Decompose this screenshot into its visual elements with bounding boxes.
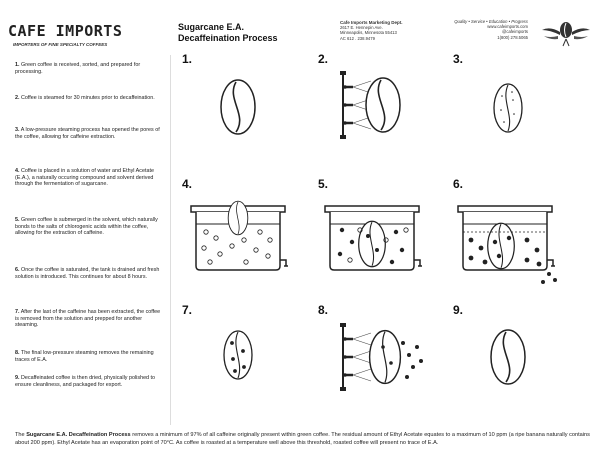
tagline: IMPORTERS OF FINE SPECIALTY COFFEES	[13, 42, 108, 47]
website: www.cafeimports.com	[487, 24, 528, 30]
dept-phone: AC 612 . 238.9479	[340, 35, 375, 41]
step-6: 6. Once the coffee is saturated, the tan…	[15, 267, 160, 280]
panel-1-number: 1.	[182, 52, 193, 66]
panel-8-number: 8.	[318, 303, 329, 317]
cafe-imports-logo: CAFE IMPORTS	[8, 22, 123, 40]
company-values: Quality • Service • Education • Progress	[454, 19, 528, 24]
panel-9-final-bean	[490, 329, 526, 385]
panel-7-number: 7.	[182, 303, 193, 317]
dept-address-1: 2617 E. Hennepin Ave.	[340, 25, 383, 31]
contact-info: Quality • Service • Education • Progress…	[454, 19, 528, 40]
panel-5-submerged-bean	[324, 205, 423, 271]
step-2: 2. Coffee is steamed for 30 minutes prio…	[15, 95, 155, 101]
steps-sidebar: 1. Green coffee is received, sorted, and…	[0, 55, 171, 425]
panel-5-number: 5.	[318, 177, 329, 191]
step-4: 4. Coffee is placed in a solution of wat…	[15, 168, 154, 188]
panel-4-solution-tank	[190, 200, 289, 271]
panel-1-green-bean	[220, 79, 256, 135]
marketing-dept-address: Cafe Imports Marketing Dept. 2617 E. Hen…	[340, 20, 403, 41]
page-title: Sugarcane E.A. Decaffeination Process	[178, 22, 278, 44]
dept-address-2: Minneapolis, Minnesota 55413	[340, 30, 397, 36]
title-line-2: Decaffeination Process	[178, 33, 278, 43]
step-1: 1. Green coffee is received, sorted, and…	[15, 62, 141, 75]
footer-note: The Sugarcane E.A. Decaffeination Proces…	[15, 432, 590, 446]
step-7: 7. After the last of the caffeine has be…	[15, 309, 161, 329]
panel-6-number: 6.	[453, 177, 464, 191]
coffee-crest-icon	[542, 22, 590, 47]
panel-4-number: 4.	[182, 177, 193, 191]
panel-3-number: 3.	[453, 52, 464, 66]
panel-6-draining-tank	[457, 205, 557, 284]
panel-2-steaming	[338, 69, 401, 141]
panel-8-final-steaming	[338, 321, 423, 393]
page-header: CAFE IMPORTS IMPORTERS OF FINE SPECIALTY…	[0, 0, 600, 55]
social-handle: @cafeimports	[502, 29, 528, 35]
toll-free-phone: 1(800) 278.5065	[497, 34, 528, 40]
step-8: 8. The final low-pressure steaming remov…	[15, 350, 154, 363]
dept-name: Cafe Imports Marketing Dept.	[340, 20, 403, 25]
panel-9-number: 9.	[453, 303, 464, 317]
step-9: 9. Decaffeinated coffee is then dried, p…	[15, 375, 156, 388]
footer-bold-title: Sugarcane E.A. Decaffeination Process	[26, 432, 131, 438]
step-5: 5. Green coffee is submerged in the solv…	[15, 217, 158, 237]
panel-2-number: 2.	[318, 52, 329, 66]
panel-7-removed-bean	[223, 330, 253, 380]
panel-3-opened-bean	[493, 83, 523, 133]
step-3: 3. A low-pressure steaming process has o…	[15, 127, 160, 140]
title-line-1: Sugarcane E.A.	[178, 22, 245, 32]
